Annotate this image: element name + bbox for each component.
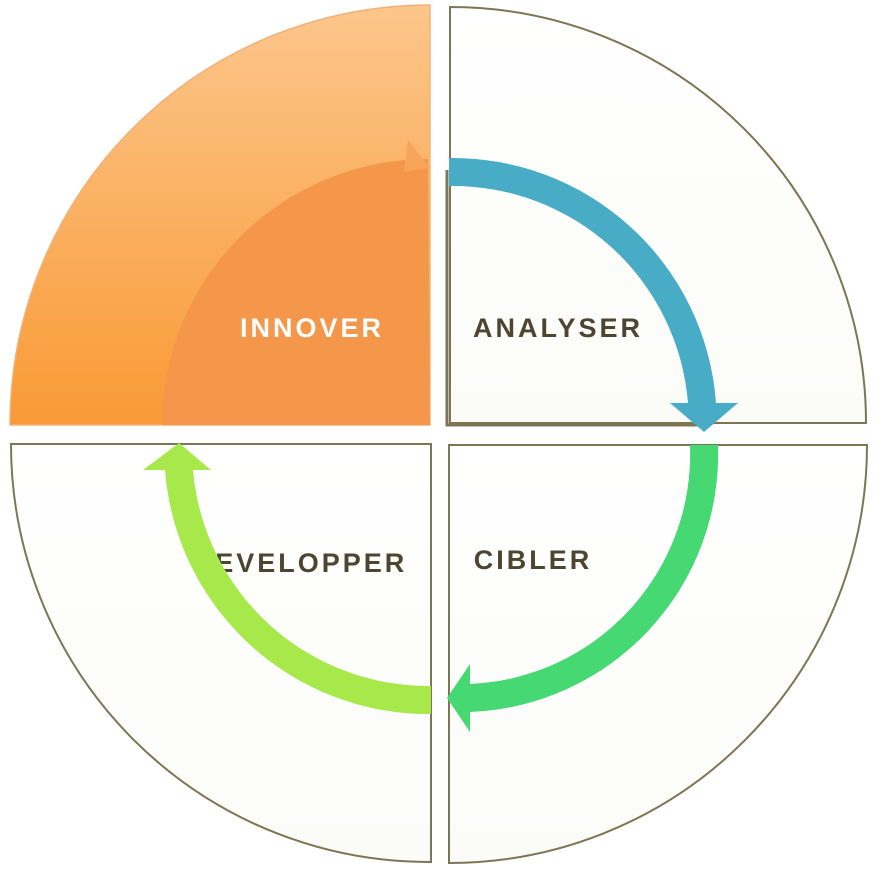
quadrant-analyser-outer: [449, 5, 868, 424]
quadrant-innover-inner: [162, 159, 430, 425]
arrow-analyser-head: [670, 403, 738, 432]
arrow-cibler: [447, 445, 719, 732]
innover-arrow-head: [404, 140, 430, 172]
quadrant-analyser[interactable]: ANALYSER: [445, 5, 868, 427]
quadrant-label-developper: DEVELOPPER: [193, 548, 408, 578]
quadrant-developper-outer: [9, 443, 432, 864]
quadrant-analyser-inner-frame: [445, 170, 705, 427]
arrow-analyser-body: [449, 157, 716, 403]
arrow-cibler-body: [470, 445, 719, 712]
quadrant-label-analyser: ANALYSER: [473, 313, 643, 343]
quadrant-label-cibler: CIBLER: [474, 545, 593, 575]
arrow-analyser: [449, 157, 738, 432]
arrow-cibler-head: [447, 664, 470, 732]
quadrant-innover[interactable]: INNOVER: [9, 4, 431, 426]
arrow-developper-head: [143, 443, 211, 470]
arrow-developper: [143, 443, 431, 715]
quadrant-label-innover: INNOVER: [240, 313, 384, 343]
quadrant-cibler[interactable]: CIBLER: [448, 444, 869, 865]
quadrant-developper[interactable]: DEVELOPPER: [9, 443, 432, 864]
quadrant-cibler-outer: [448, 444, 869, 865]
arrow-developper-body: [165, 470, 431, 715]
